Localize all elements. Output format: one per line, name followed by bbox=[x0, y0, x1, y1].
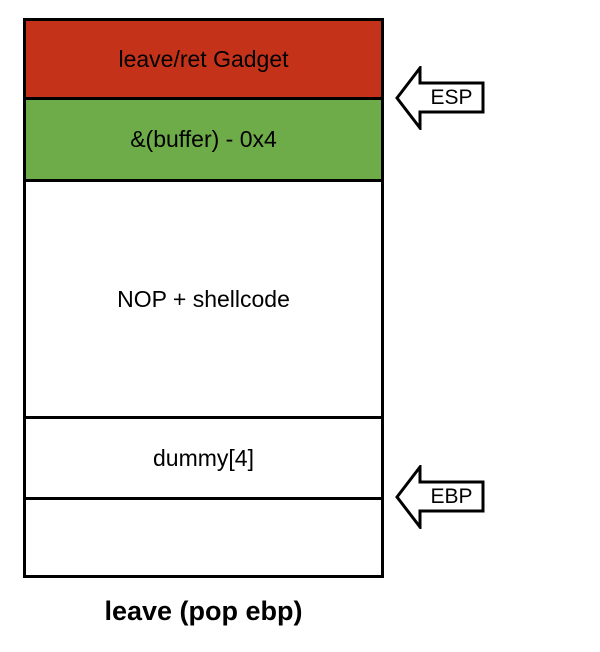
stack-row-dummy: dummy[4] bbox=[26, 416, 381, 497]
stack-row-shellcode: NOP + shellcode bbox=[26, 179, 381, 416]
stack-row-dummy-label: dummy[4] bbox=[153, 444, 254, 471]
stack-row-gadget-label: leave/ret Gadget bbox=[118, 45, 289, 72]
stack-frame: leave/ret Gadget &(buffer) - 0x4 NOP + s… bbox=[23, 18, 384, 578]
stack-row-gadget: leave/ret Gadget bbox=[26, 21, 381, 97]
left-arrow-icon bbox=[395, 465, 485, 529]
stack-row-bottom-cell bbox=[26, 497, 381, 575]
esp-label: ESP bbox=[430, 86, 473, 109]
stack-row-buffer-address: &(buffer) - 0x4 bbox=[26, 97, 381, 179]
esp-pointer: ESP bbox=[394, 66, 486, 130]
caption: leave (pop ebp) bbox=[104, 596, 303, 626]
left-arrow-icon bbox=[395, 66, 485, 130]
stack-row-buffer-address-label: &(buffer) - 0x4 bbox=[130, 126, 277, 152]
ebp-label: EBP bbox=[430, 485, 473, 508]
ebp-pointer: EBP bbox=[394, 465, 486, 529]
stack-row-shellcode-label: NOP + shellcode bbox=[117, 285, 290, 312]
